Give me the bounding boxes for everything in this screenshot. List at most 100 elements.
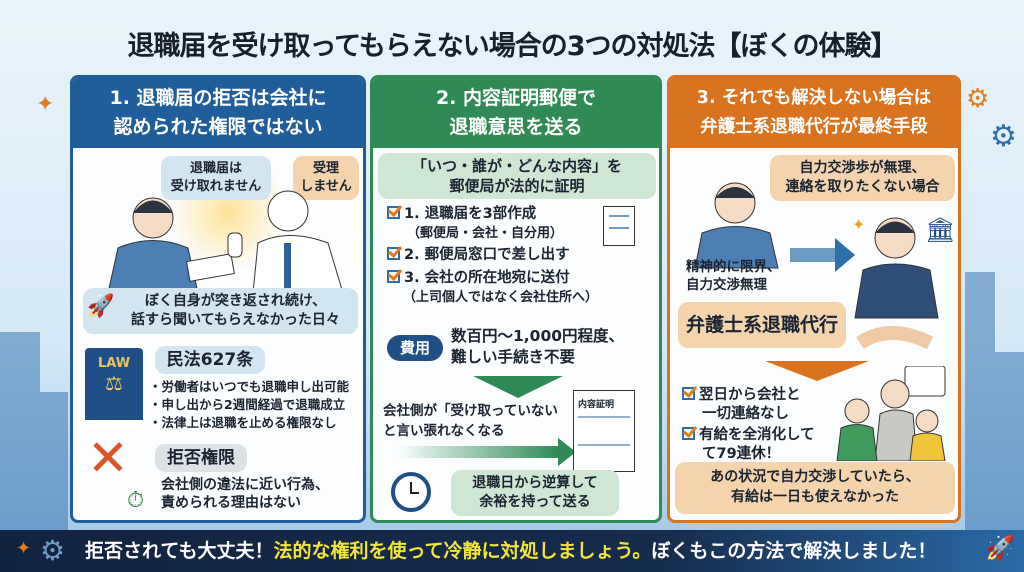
lead-line: 郵便局が法的に証明 (449, 177, 585, 195)
bubble-line: 退職届は (189, 161, 242, 176)
step-item: 2. 郵便局窓口で差し出す (387, 246, 598, 265)
result-text: 会社側が「受け取っていないと言い張れなくなる (383, 401, 558, 441)
bubble-line: 連絡を取りたくない場合 (785, 179, 940, 195)
caption-line: 話すら聞いてもらえなかった日々 (131, 312, 340, 328)
page-title: 退職届を受け取ってもらえない場合の3つの対処法【ぼくの体験】 (127, 31, 897, 62)
step-sub: （上司個人ではなく会社住所へ） (403, 290, 599, 305)
timing-line: 退職日から逆算して (472, 475, 598, 491)
result-item: 有給を全消化して (682, 426, 815, 445)
document-pen-icon (603, 206, 635, 246)
service-label: 弁護士系退職代行 (678, 302, 846, 348)
arrow-head (558, 438, 576, 466)
result-line: 一切連絡なし (702, 406, 789, 422)
result-line: 会社側が「受け取っていない (383, 403, 558, 419)
background-building (965, 272, 995, 532)
caption-bubble: ぼく自身が突き返され続け、話すら聞いてもらえなかった日々 (83, 288, 358, 334)
gear-icon: ⚙ (40, 534, 66, 567)
timing-line: 余裕を持って送る (479, 494, 591, 510)
bubble-line: しません (300, 179, 352, 194)
refusal-illustration (107, 190, 344, 293)
rocket-icon: 🚀 (87, 294, 115, 319)
step-item: 1. 退職届を3部作成 (387, 205, 598, 224)
cost-badge: 費用 (387, 335, 443, 361)
sparkle-icon: ✦ (36, 92, 55, 117)
result-item: 翌日から会社と (682, 386, 815, 405)
step-sub: （郵便局・会社・自分用） (407, 226, 564, 241)
footer-banner: 拒否されても大丈夫！法的な権利を使って冷静に対処しましょう。ぼくもこの方法で解決… (0, 530, 1024, 572)
conclusion-line: あの状況で自力交渉していたら、 (710, 469, 920, 485)
panel-header: 1. 退職届の拒否は会社に 認められた権限ではない (73, 78, 363, 148)
checkbox-icon (387, 206, 400, 219)
checkbox-icon (387, 270, 400, 283)
refusal-title: 拒否権限 (155, 444, 247, 472)
gear-icon: ⚙ (990, 119, 1017, 154)
background-building (0, 332, 40, 532)
svg-text:✦: ✦ (852, 215, 865, 234)
state-text: 精神的に限界、自力交渉無理 (686, 258, 781, 294)
step-text: 2. 郵便局窓口で差し出す (404, 247, 570, 263)
header-line: 3. それでも解決しない場合は (696, 88, 932, 108)
consultation-illustration: 🏛 ✦ (694, 182, 955, 350)
result-line: 翌日から会社と (699, 387, 801, 403)
panel-header: 3. それでも解決しない場合は 弁護士系退職代行が最終手段 (670, 78, 958, 148)
gear-icon: ⚙ (966, 84, 990, 114)
step-text: 1. 退職届を3部作成 (404, 206, 537, 222)
caption-line: ぼく自身が突き返され続け、 (144, 293, 327, 309)
cost-line: 数百円〜1,000円程度、 (451, 327, 625, 345)
arrow-right-icon (398, 446, 558, 458)
lead-line: 「いつ・誰が・どんな内容」を (411, 157, 622, 175)
sparkle-icon: ✦ (16, 538, 32, 559)
panel-certified-mail: 2. 内容証明郵便で 退職意思を送る 「いつ・誰が・どんな内容」を郵便局が法的に… (370, 75, 662, 523)
header-line: 1. 退職届の拒否は会社に (109, 87, 327, 109)
conclusion-box: あの状況で自力交渉していたら、有給は一日も使えなかった (675, 462, 955, 514)
certified-document: 内容証明 (573, 390, 635, 472)
refusal-text: 会社側の違法に近い行為、責められる理由はない (161, 476, 329, 512)
checkbox-icon (387, 247, 400, 260)
header-line: 2. 内容証明郵便で (435, 87, 597, 109)
footer-highlight: 法的な権利を使って冷静に対処しましょう。 (273, 540, 652, 562)
law-book-label: LAW (97, 356, 131, 371)
law-point: ・労働者はいつでも退職申し出可能 (149, 379, 350, 394)
bubble-line: 自力交渉歩が無理、 (799, 160, 926, 176)
conclusion-line: 有給は一日も使えなかった (731, 489, 899, 505)
clock-icon (391, 472, 431, 512)
scales-icon: ⚖ (105, 371, 123, 395)
arrow-down-icon (765, 361, 869, 381)
background-building (40, 392, 68, 532)
result-line: と言い張れなくなる (383, 423, 505, 439)
result-line: て79連休！ (702, 446, 781, 462)
stopwatch-icon: ⏱ (127, 488, 145, 513)
checkbox-icon (682, 427, 695, 440)
speech-bubble: 受理しません (293, 156, 359, 200)
speech-bubble: 退職届は受け取れません (161, 156, 271, 200)
header-line: 弁護士系退職代行が最終手段 (700, 117, 928, 137)
speech-bubble: 自力交渉歩が無理、連絡を取りたくない場合 (770, 155, 955, 201)
cost-line: 難しい手続き不要 (451, 348, 576, 366)
lead-box: 「いつ・誰が・どんな内容」を郵便局が法的に証明 (378, 153, 656, 199)
bubble-line: 受理 (312, 161, 339, 176)
law-title: 民法627条 (155, 346, 265, 374)
svg-text:🏛: 🏛 (925, 216, 955, 244)
result-line: 有給を全消化して (699, 427, 815, 443)
steps-list: 1. 退職届を3部作成 （郵便局・会社・自分用） 2. 郵便局窓口で差し出す 3… (387, 205, 598, 307)
document-label: 内容証明 (578, 400, 615, 410)
law-book-icon: LAW⚖ (85, 348, 143, 428)
step-text: 3. 会社の所在地宛に送付 (404, 270, 570, 286)
refusal-line: 会社側の違法に近い行為、 (161, 477, 329, 493)
family-illustration (836, 366, 946, 461)
bubble-line: 受け取れません (170, 179, 262, 194)
cross-icon: ✕ (87, 429, 129, 487)
rocket-icon: 🚀 (985, 534, 1015, 562)
panel-header: 2. 内容証明郵便で 退職意思を送る (373, 78, 659, 148)
checkbox-icon (682, 387, 695, 400)
state-line: 自力交渉無理 (686, 277, 767, 293)
footer-text: 拒否されても大丈夫！ (85, 540, 274, 562)
header-line: 退職意思を送る (449, 116, 583, 138)
background-building (995, 352, 1024, 532)
results-list: 翌日から会社と 一切連絡なし 有給を全消化して て79連休！ (682, 386, 815, 464)
law-point: ・法律上は退職を止める権限なし (149, 415, 337, 430)
timing-bubble: 退職日から逆算して余裕を持って送る (451, 470, 619, 516)
header-line: 認められた権限ではない (113, 116, 323, 138)
refusal-line: 責められる理由はない (161, 495, 301, 511)
law-points: ・労働者はいつでも退職申し出可能 ・申し出から2週間経過で退職成立 ・法律上は退… (149, 378, 349, 432)
